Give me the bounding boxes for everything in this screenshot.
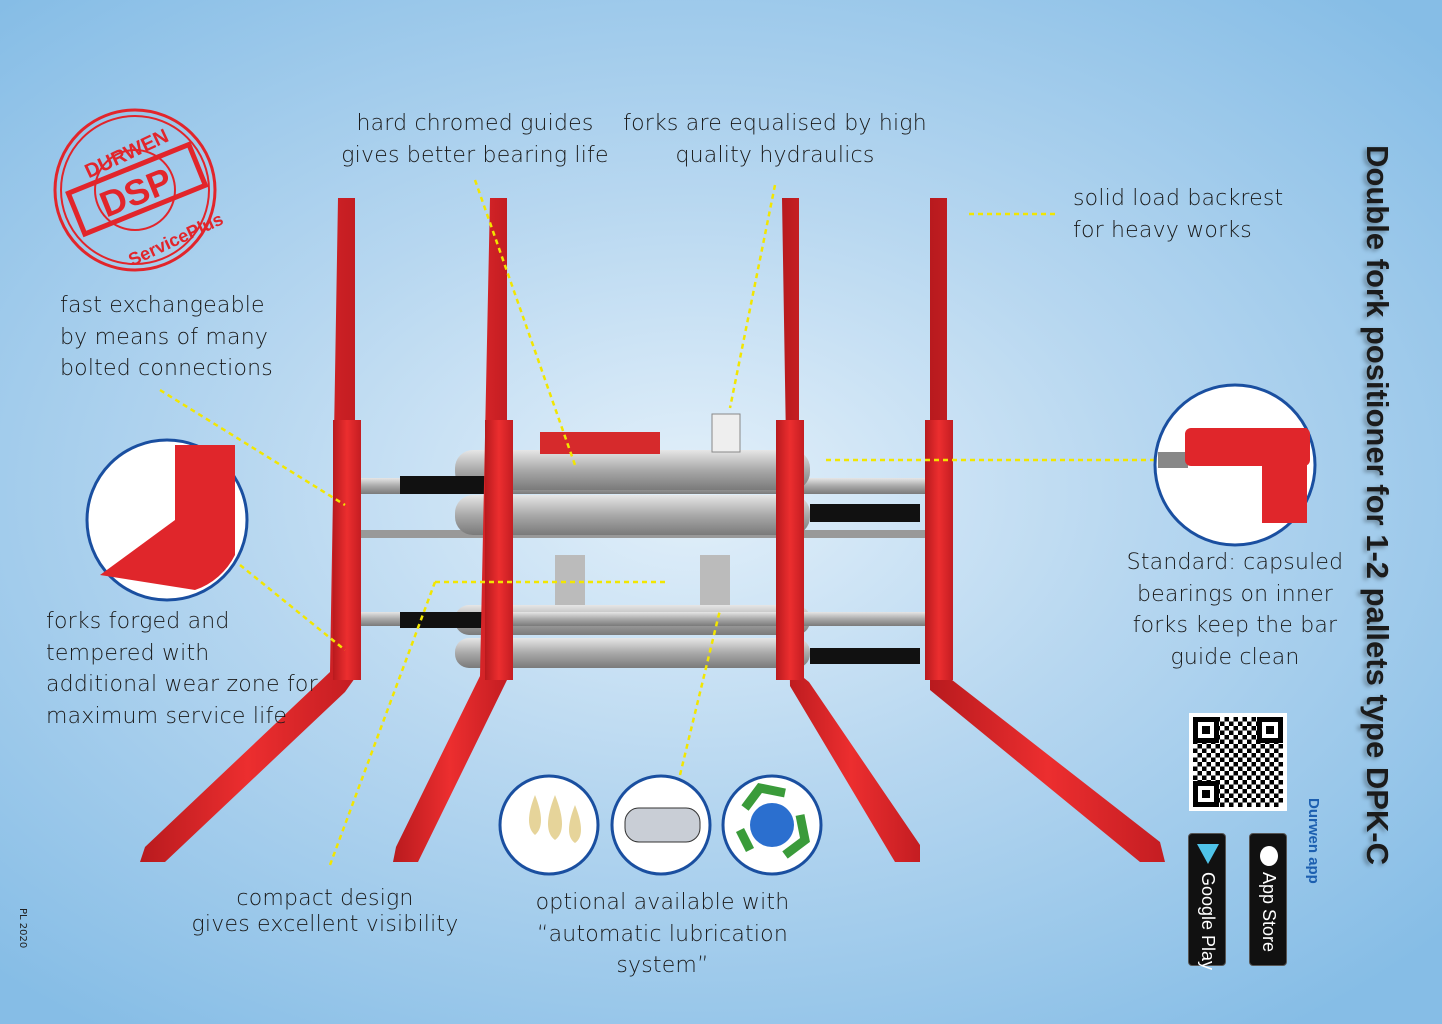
svg-text:ServicePlus: ServicePlus <box>125 209 226 270</box>
callout-line: guide clean <box>1170 644 1300 670</box>
callout-line: compact design <box>236 886 414 911</box>
detail-circle-bearing <box>1153 383 1317 547</box>
forks <box>140 198 1165 862</box>
callout-line: tempered with <box>46 640 210 666</box>
recycle-globe-icon <box>721 774 823 876</box>
hydraulic-cylinders <box>350 413 940 668</box>
callout-backrest: solid load backrest for heavy works <box>1073 183 1283 246</box>
callout-line: additional wear zone for <box>46 672 318 697</box>
apple-icon <box>1260 846 1278 866</box>
callout-line: forks keep the bar <box>1132 613 1338 638</box>
callout-line: hard chromed guides <box>356 111 594 136</box>
app-label: Durwen app <box>1305 798 1322 884</box>
callout-hydraulics: forks are equalised by high quality hydra… <box>620 108 930 171</box>
app-store-label: App Store <box>1259 872 1279 953</box>
oil-drops-icon <box>498 774 600 876</box>
callout-line: for heavy works <box>1073 217 1252 243</box>
callout-lubrication: optional available with “automatic lubric… <box>490 887 835 982</box>
callout-line: maximum service life <box>46 703 288 729</box>
dsp-serviceplus-logo: DSP DURWEN ServicePlus <box>53 108 226 272</box>
callout-line: solid load backrest <box>1073 186 1284 211</box>
callout-line: optional available with <box>535 890 790 915</box>
callout-line: fast exchangeable <box>60 293 265 318</box>
lubricator-icon <box>610 774 712 876</box>
callout-line: Standard: capsuled <box>1126 550 1344 575</box>
detail-circle-fork-edge <box>85 438 249 602</box>
callout-guides: hard chromed guides gives better bearing … <box>340 108 610 171</box>
callout-exchangeable: fast exchangeable by means of many bolted … <box>60 290 273 385</box>
callout-forged: forks forged and tempered with additional … <box>46 606 318 732</box>
callout-line: bearings on inner <box>1136 581 1334 607</box>
callout-line: by means of many <box>60 324 269 350</box>
page-title: Double fork positioner for 1-2 pallets t… <box>1360 145 1395 865</box>
callout-arrows <box>159 179 1155 866</box>
callout-line: quality hydraulics <box>675 142 875 168</box>
callout-line: gives excellent visibility <box>191 912 459 937</box>
app-store-button[interactable]: App Store <box>1249 833 1287 966</box>
callout-line: forks forged and <box>46 609 230 634</box>
callout-line: gives better bearing life <box>341 142 609 168</box>
qr-code[interactable] <box>1189 713 1287 811</box>
google-play-label: Google Play <box>1198 872 1218 971</box>
google-play-icon <box>1197 844 1219 864</box>
google-play-button[interactable]: Google Play <box>1188 833 1226 970</box>
callout-line: bolted connections <box>60 356 273 381</box>
footer-code: PL 2020 <box>17 908 28 949</box>
callout-line: “automatic lubrication system” <box>537 921 788 979</box>
callout-line: forks are equalised by high <box>623 111 927 136</box>
callout-bearings: Standard: capsuled bearings on inner forks… <box>1115 547 1355 673</box>
